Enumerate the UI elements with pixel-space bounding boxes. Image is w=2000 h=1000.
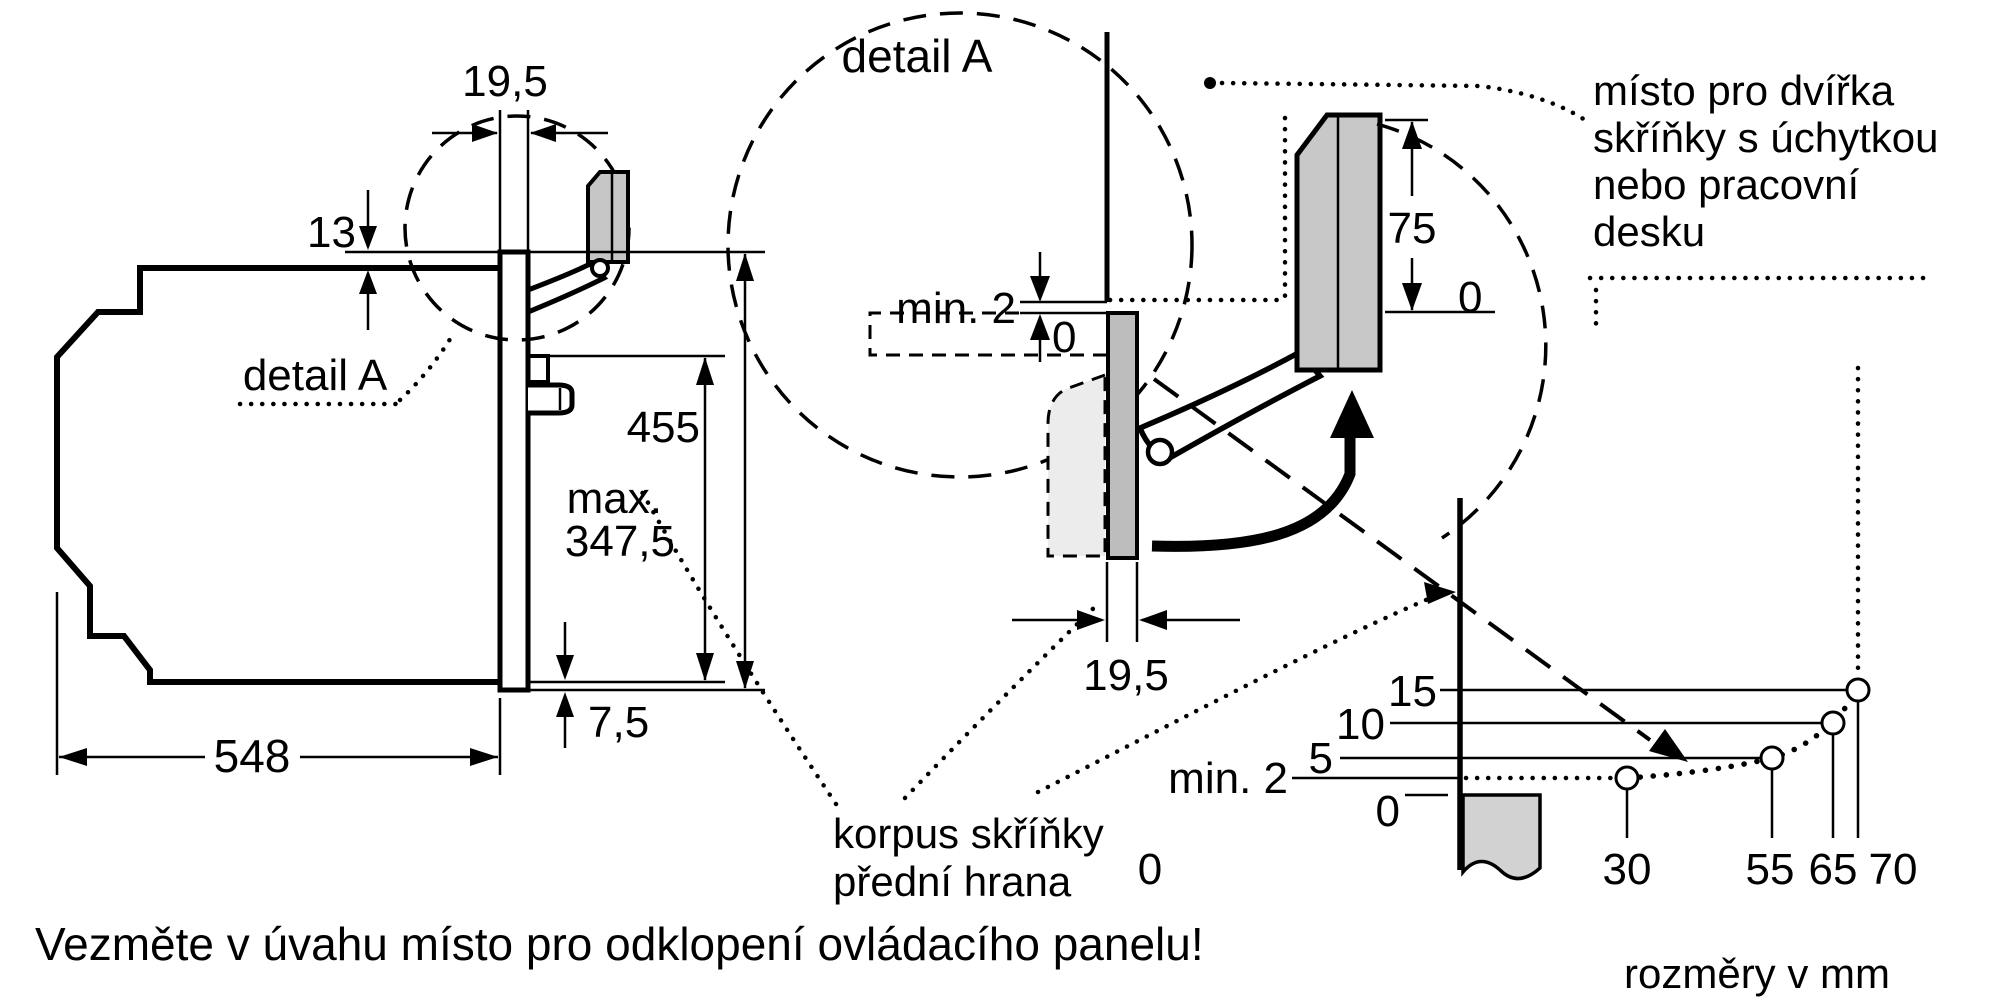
dim-label-value: 347,5 (565, 517, 675, 566)
point-55-5 (1759, 745, 1785, 771)
door-space-line3: nebo pracovní (1593, 161, 1860, 208)
door-space-leader-dots (1219, 80, 1588, 123)
xlabel-30: 30 (1603, 845, 1652, 894)
dim-455: 455 (627, 253, 754, 689)
panel-swing-arc (1376, 122, 1548, 540)
cabinet-note-line2: přední hrana (833, 858, 1072, 905)
xlabel-70: 70 (1869, 845, 1918, 894)
xlabel-55: 55 (1746, 845, 1795, 894)
dim-label: 455 (627, 403, 700, 452)
dim-label: 7,5 (588, 698, 649, 747)
point-65-10 (1820, 710, 1846, 736)
dim-label-min2: min. 2 (896, 284, 1016, 333)
cabinet-door-open-shape (1046, 372, 1107, 558)
dim-label-zero: 0 (1052, 313, 1076, 362)
door-space-line2: skříňky s úchytkou (1593, 114, 1938, 161)
cabinet-note-line1: korpus skříňky (833, 810, 1104, 857)
ylabel-0: 0 (1376, 787, 1400, 836)
hinge-pivot-small (590, 258, 610, 278)
warning-text: Vezměte v úvahu místo pro odklopení ovlá… (35, 918, 1204, 970)
swing-arrow-head (1330, 390, 1374, 438)
facia-section (1106, 311, 1139, 560)
dim-label: 548 (214, 730, 291, 782)
panel-open-outline (868, 311, 1107, 357)
dim-548: 548 (55, 592, 502, 782)
oven-handle-knob (528, 382, 575, 416)
oven-facia (497, 249, 531, 693)
dim-19-5-top: 19,5 (432, 57, 608, 250)
oven-side-view: 19,5 13 455 max. 347,5 (54, 57, 765, 782)
dim-label: 13 (307, 208, 356, 257)
dim-label-75-zero: 0 (1458, 273, 1482, 322)
chart-oven-block (1461, 793, 1542, 881)
units-text: rozměry v mm (1624, 950, 1890, 997)
detail-a-leader-dots (397, 333, 455, 403)
detail-a-view: detail A min. 2 0 (726, 11, 1588, 700)
door-space-line1: místo pro dvířka (1593, 67, 1895, 114)
ylabel-5: 5 (1309, 734, 1333, 783)
gap-chart: 15 10 5 min. 2 0 0 30 55 65 70 (1138, 365, 1918, 894)
cabinet-leader-mid-dots (902, 599, 1103, 801)
cabinet-leader-right-dots (1035, 591, 1443, 795)
leader-end-dot (1204, 77, 1216, 89)
swing-arrow-stem (1151, 438, 1356, 552)
detail-a-label-small: detail A (243, 351, 388, 400)
dim-label: 19,5 (1083, 651, 1169, 700)
detail-a-title: detail A (842, 30, 993, 82)
dim-min-2: min. 2 0 (896, 252, 1137, 362)
dim-13: 13 (307, 190, 377, 330)
dim-label-75: 75 (1388, 204, 1437, 253)
door-space-line4: desku (1593, 208, 1705, 255)
dim-7-5: 7,5 (556, 622, 649, 748)
dim-75: 75 0 (1385, 118, 1495, 322)
ylabel-10: 10 (1336, 700, 1385, 749)
dim-label-max: max. (567, 474, 662, 523)
detail-to-chart-dash (1152, 377, 1652, 742)
facia-notch (528, 354, 550, 384)
ylabel-min2: min. 2 (1168, 754, 1288, 803)
dim-label: 19,5 (462, 57, 548, 106)
detail-to-chart-arrowhead (1649, 729, 1688, 762)
cabinet-leader-left-dots (639, 489, 839, 807)
xlabel-65: 65 (1809, 845, 1858, 894)
hinge-arm-small (525, 260, 609, 316)
point-30-2 (1614, 765, 1640, 791)
oven-body-outline (54, 265, 500, 685)
control-panel-small (586, 170, 630, 264)
door-space-note: místo pro dvířka skříňky s úchytkou nebo… (1587, 67, 1938, 337)
detail-a-circle-big (726, 11, 1194, 479)
ylabel-15: 15 (1388, 667, 1437, 716)
point-70-15 (1845, 677, 1871, 703)
hinge-bump (1145, 437, 1175, 467)
cabinet-front-note: korpus skříňky přední hrana (639, 489, 1456, 905)
cabinet-leader-arrowhead (1424, 582, 1456, 604)
dim-19-5-detail: 19,5 (1012, 562, 1240, 700)
dim-max-347-5: max. 347,5 (565, 357, 714, 681)
xlabel-0: 0 (1138, 845, 1162, 894)
